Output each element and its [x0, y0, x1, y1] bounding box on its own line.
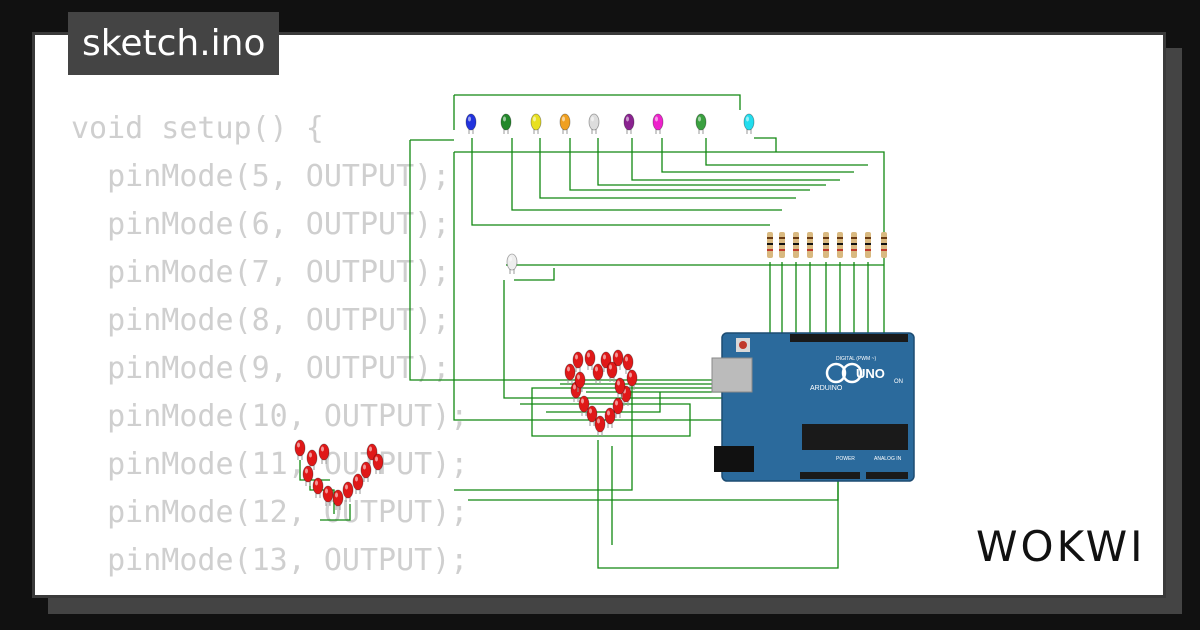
wires [299, 94, 885, 569]
led [574, 371, 586, 392]
led [342, 481, 354, 502]
sketch-title: sketch.ino [68, 12, 280, 75]
led [578, 395, 590, 416]
board-brand: ARDUINO [810, 385, 843, 392]
led [572, 351, 584, 372]
led [584, 349, 596, 370]
led [294, 439, 306, 460]
led [588, 113, 600, 134]
led [366, 443, 378, 464]
resistor [807, 232, 813, 258]
on-label: ON [894, 379, 903, 385]
resistor [779, 232, 785, 258]
preview-card: void setup() { pinMode(5, OUTPUT); pinMo… [32, 32, 1166, 598]
led [530, 113, 542, 134]
heart-leds [294, 349, 638, 510]
led [600, 351, 612, 372]
led [612, 349, 624, 370]
led [743, 113, 755, 134]
led [506, 253, 518, 274]
led [360, 461, 372, 482]
led [318, 443, 330, 464]
resistor [823, 232, 829, 258]
led [586, 405, 598, 426]
arduino-board: UNO ARDUINO DIGITAL (PWM ~) POWER ANALOG… [711, 332, 915, 482]
top-leds [465, 113, 755, 274]
atmega-chip [802, 424, 908, 450]
led [564, 363, 576, 384]
digital-label: DIGITAL (PWM ~) [836, 356, 876, 362]
led [372, 453, 384, 474]
power-header [800, 472, 860, 479]
led [306, 449, 318, 470]
resistor [793, 232, 799, 258]
led [594, 415, 606, 436]
led [614, 377, 626, 398]
led [322, 485, 334, 506]
analog-label: ANALOG IN [874, 456, 902, 462]
resistor [837, 232, 843, 258]
led [465, 113, 477, 134]
code-preview: void setup() { pinMode(5, OUTPUT); pinMo… [71, 111, 469, 578]
led [695, 113, 707, 134]
power-label: POWER [836, 456, 855, 462]
led [623, 113, 635, 134]
led [332, 489, 344, 510]
wokwi-logo: WOKWI [976, 522, 1146, 571]
led [604, 407, 616, 428]
board-name: UNO [856, 366, 885, 381]
led [606, 361, 618, 382]
resistor [865, 232, 871, 258]
resistor [767, 232, 773, 258]
led [626, 369, 638, 390]
led [312, 477, 324, 498]
resistors [767, 232, 887, 258]
resistor [881, 232, 887, 258]
led [352, 473, 364, 494]
led [592, 363, 604, 384]
led [500, 113, 512, 134]
led [559, 113, 571, 134]
usb-port [711, 357, 753, 393]
resistor [851, 232, 857, 258]
led [652, 113, 664, 134]
led [612, 397, 624, 418]
digital-header [790, 334, 908, 342]
led [302, 465, 314, 486]
analog-header [866, 472, 908, 479]
power-jack [714, 446, 754, 472]
reset-button [739, 341, 747, 349]
